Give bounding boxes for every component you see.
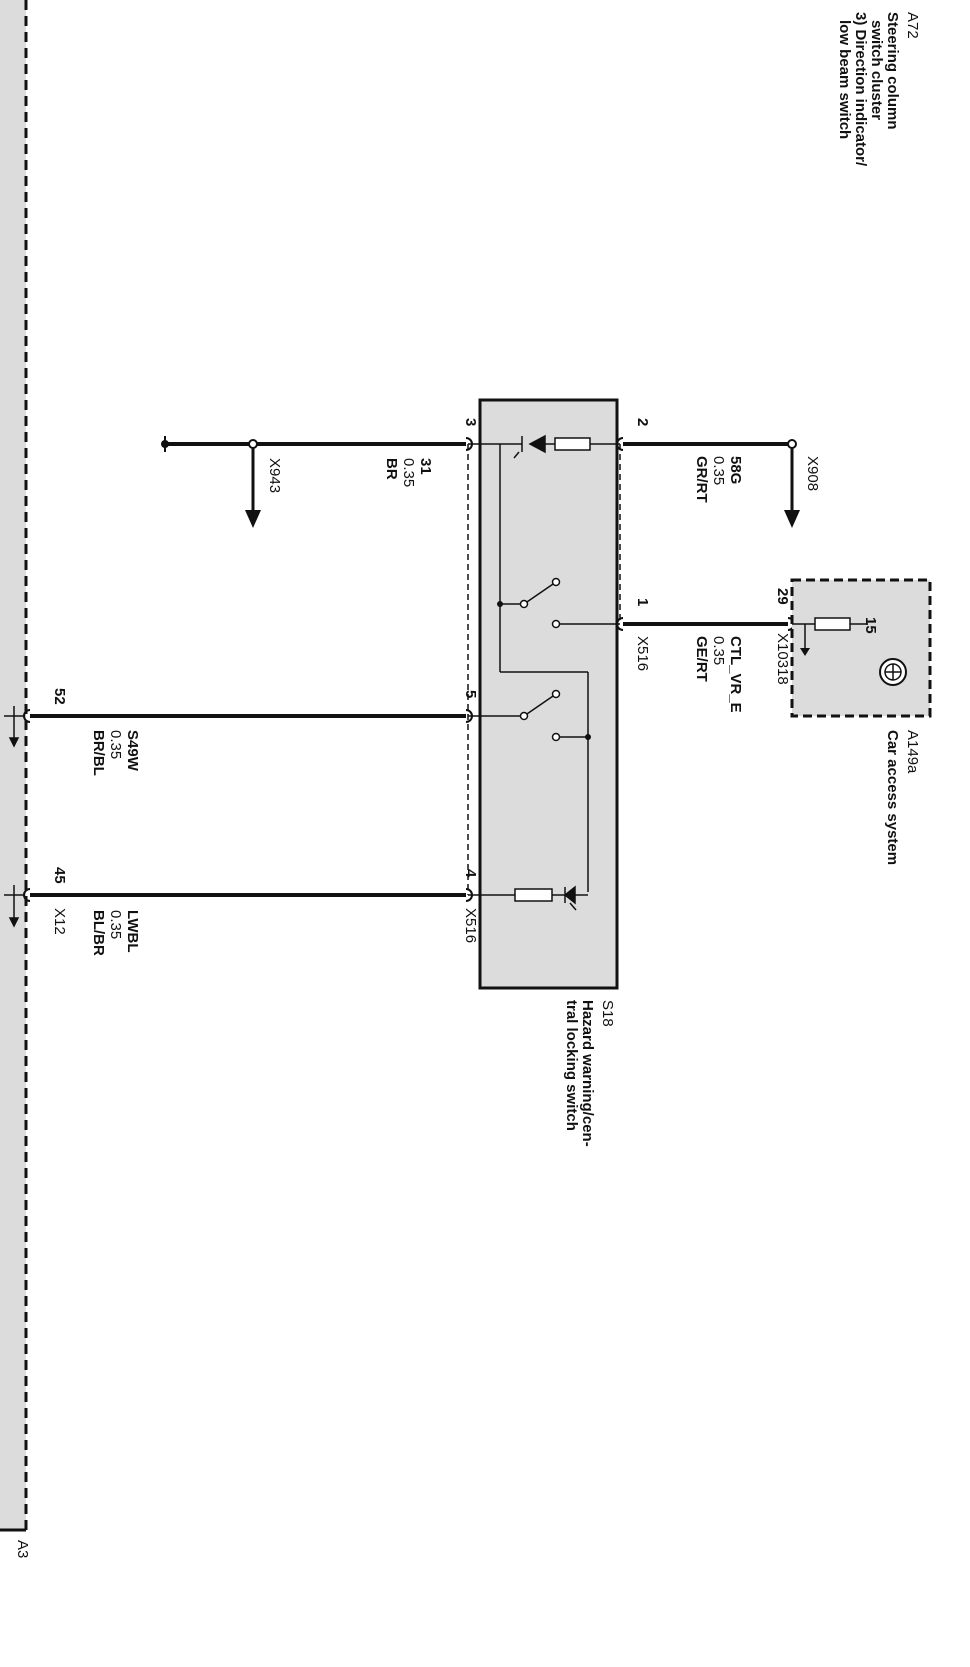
wire-lwbl-signal: LWBL (124, 910, 141, 953)
wire-58g-size: 0.35 (710, 456, 727, 485)
ref-x943: X943 (266, 458, 283, 493)
a149a-pin: 15 (862, 617, 879, 634)
arrow-down-icon (800, 648, 810, 656)
bmw-logo-icon (879, 658, 907, 686)
a72-line-3: 3) Direction indicator/ (852, 12, 869, 167)
arrow-down-icon (8, 737, 20, 748)
resistor-icon (514, 888, 553, 902)
a3-pin-52-arrow (4, 706, 24, 748)
s18-contacts (519, 577, 561, 742)
resistor-icon (814, 617, 851, 631)
a3-id: A3 (14, 1540, 31, 1558)
a72-line-2: switch cluster (868, 20, 885, 120)
arrow-down-icon (8, 917, 20, 928)
s18-line-1: Hazard warning/cen- (579, 1000, 596, 1147)
wire-31-signal: 31 (417, 458, 434, 475)
led-icon (513, 434, 546, 459)
connector-pins (23, 437, 795, 902)
s18-connector-x516-bottom: X516 (462, 908, 479, 943)
arrow-down-icon (245, 510, 261, 528)
wire-58g-signal: 58G (727, 456, 744, 484)
a3-pin-52: 52 (51, 688, 68, 705)
s18-nodes (497, 601, 591, 740)
wire-ctl-color: GE/RT (693, 636, 710, 682)
a149a-module (790, 578, 932, 718)
wire-lwbl-size: 0.35 (107, 910, 124, 939)
s18-pin-4: 4 (462, 869, 479, 878)
a3-pin-45: 45 (51, 867, 68, 884)
ref-x908: X908 (804, 456, 821, 491)
s18-line-2: tral locking switch (563, 1000, 580, 1131)
wire-31-size: 0.35 (400, 458, 417, 487)
splice-x943 (245, 439, 261, 528)
ground-icon (161, 436, 169, 452)
a72-line-4: low beam switch (836, 20, 853, 139)
a149a-connector: X10318 (774, 633, 791, 685)
s18-pin-3: 3 (462, 418, 479, 426)
a72-line-1: Steering column (884, 12, 901, 130)
wire-ctl-size: 0.35 (710, 636, 727, 665)
a149a-id: A149a (904, 730, 921, 774)
wire-s49w-color: BR/BL (90, 730, 107, 776)
wire-ctl-signal: CTL_VR_E (727, 636, 744, 713)
wire-31-color: BR (383, 458, 400, 480)
a3-pin-45-arrow (4, 885, 24, 928)
led-icon (563, 885, 577, 911)
a149a-internal (792, 623, 868, 650)
a149a-connector-pin: 29 (774, 588, 791, 605)
arrow-down-icon (784, 510, 800, 528)
wire-58g-color: GR/RT (693, 456, 710, 503)
s18-pin-5: 5 (462, 690, 479, 698)
wire-s49w-signal: S49W (124, 730, 141, 772)
s18-switch-box (478, 398, 619, 990)
s18-connector-x516-top: X516 (634, 636, 651, 671)
wire-lwbl-color: BL/BR (90, 910, 107, 956)
s18-internal (468, 443, 620, 896)
splice-x908 (784, 439, 800, 528)
resistor-icon (554, 437, 591, 451)
a149a-name: Car access system (884, 730, 901, 865)
a72-id: A72 (904, 12, 921, 39)
wire-s49w-size: 0.35 (107, 730, 124, 759)
s18-pin-2: 2 (634, 418, 651, 426)
s18-pin-1: 1 (634, 598, 651, 606)
wires (30, 442, 788, 897)
a3-module (0, 0, 26, 1530)
s18-id: S18 (599, 1000, 616, 1027)
a3-connector-x12: X12 (51, 908, 68, 935)
